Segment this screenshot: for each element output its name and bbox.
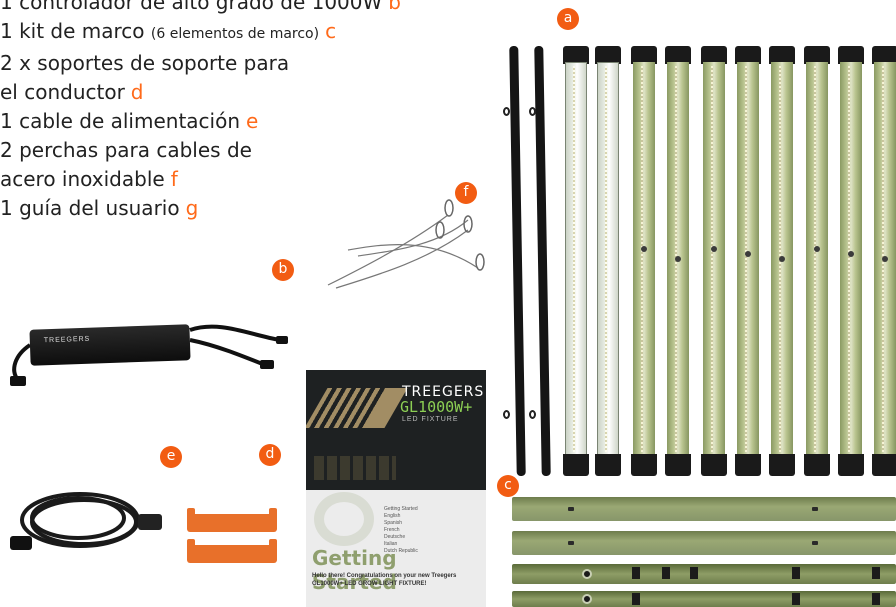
led-bar: [665, 46, 691, 476]
tag-b: b: [388, 0, 401, 14]
led-bar-clear: [595, 46, 621, 476]
frame-piece-flat: [512, 531, 896, 555]
led-bar: [769, 46, 795, 476]
guide-intro: Hello there! Congratulations on your new…: [312, 573, 457, 587]
tag-g: g: [185, 196, 199, 220]
led-driver: TREEGERS: [29, 324, 191, 366]
rail-hook: [503, 107, 510, 116]
driver-bracket: [187, 539, 277, 563]
booklet-subtitle: LED FIXTURE: [402, 416, 459, 423]
tag-f: f: [170, 167, 178, 191]
tag-c: c: [325, 19, 337, 43]
feature-icons: [314, 456, 396, 480]
driver-cables: [10, 324, 288, 386]
fixture-illustration: [306, 388, 408, 428]
booklet-brand: TREEGERS: [402, 384, 485, 400]
list-line-frame-kit: 1 kit de marco (6 elementos de marco)c: [0, 19, 337, 43]
booklet-model: GL1000W+: [400, 398, 473, 416]
badge-b: b: [272, 259, 294, 281]
tag-e: e: [246, 109, 259, 133]
led-bar: [701, 46, 727, 476]
led-bars: [495, 46, 896, 476]
badge-d: d: [259, 444, 281, 466]
rail-hook: [529, 410, 536, 419]
led-bar-clear: [563, 46, 589, 476]
badge-f: f: [455, 182, 477, 204]
rail-hook: [529, 107, 536, 116]
led-bar: [838, 46, 864, 476]
badge-c: c: [497, 475, 519, 497]
driver-bracket: [187, 508, 277, 532]
frame-piece-box: [512, 591, 896, 607]
power-cable: [10, 492, 162, 550]
guide-title: Getting Started: [312, 546, 397, 594]
tag-d: d: [130, 80, 144, 104]
led-bar: [631, 46, 657, 476]
led-bar: [804, 46, 830, 476]
stainless-hanger-cables: [327, 199, 485, 289]
frame-piece-box: [512, 564, 896, 584]
list-line-brackets-1: 2 x soportes de soporte para: [0, 51, 290, 75]
product-booklet: TREEGERS GL1000W+ LED FIXTURE: [306, 370, 486, 490]
led-bar: [872, 46, 896, 476]
badge-a: a: [557, 8, 579, 30]
badge-e: e: [160, 446, 182, 468]
guide-graphic: [314, 492, 374, 546]
list-line-hangers-1: 2 perchas para cables de: [0, 138, 252, 162]
frame-piece-flat: [512, 497, 896, 521]
led-bar: [735, 46, 761, 476]
rail-hook: [503, 410, 510, 419]
